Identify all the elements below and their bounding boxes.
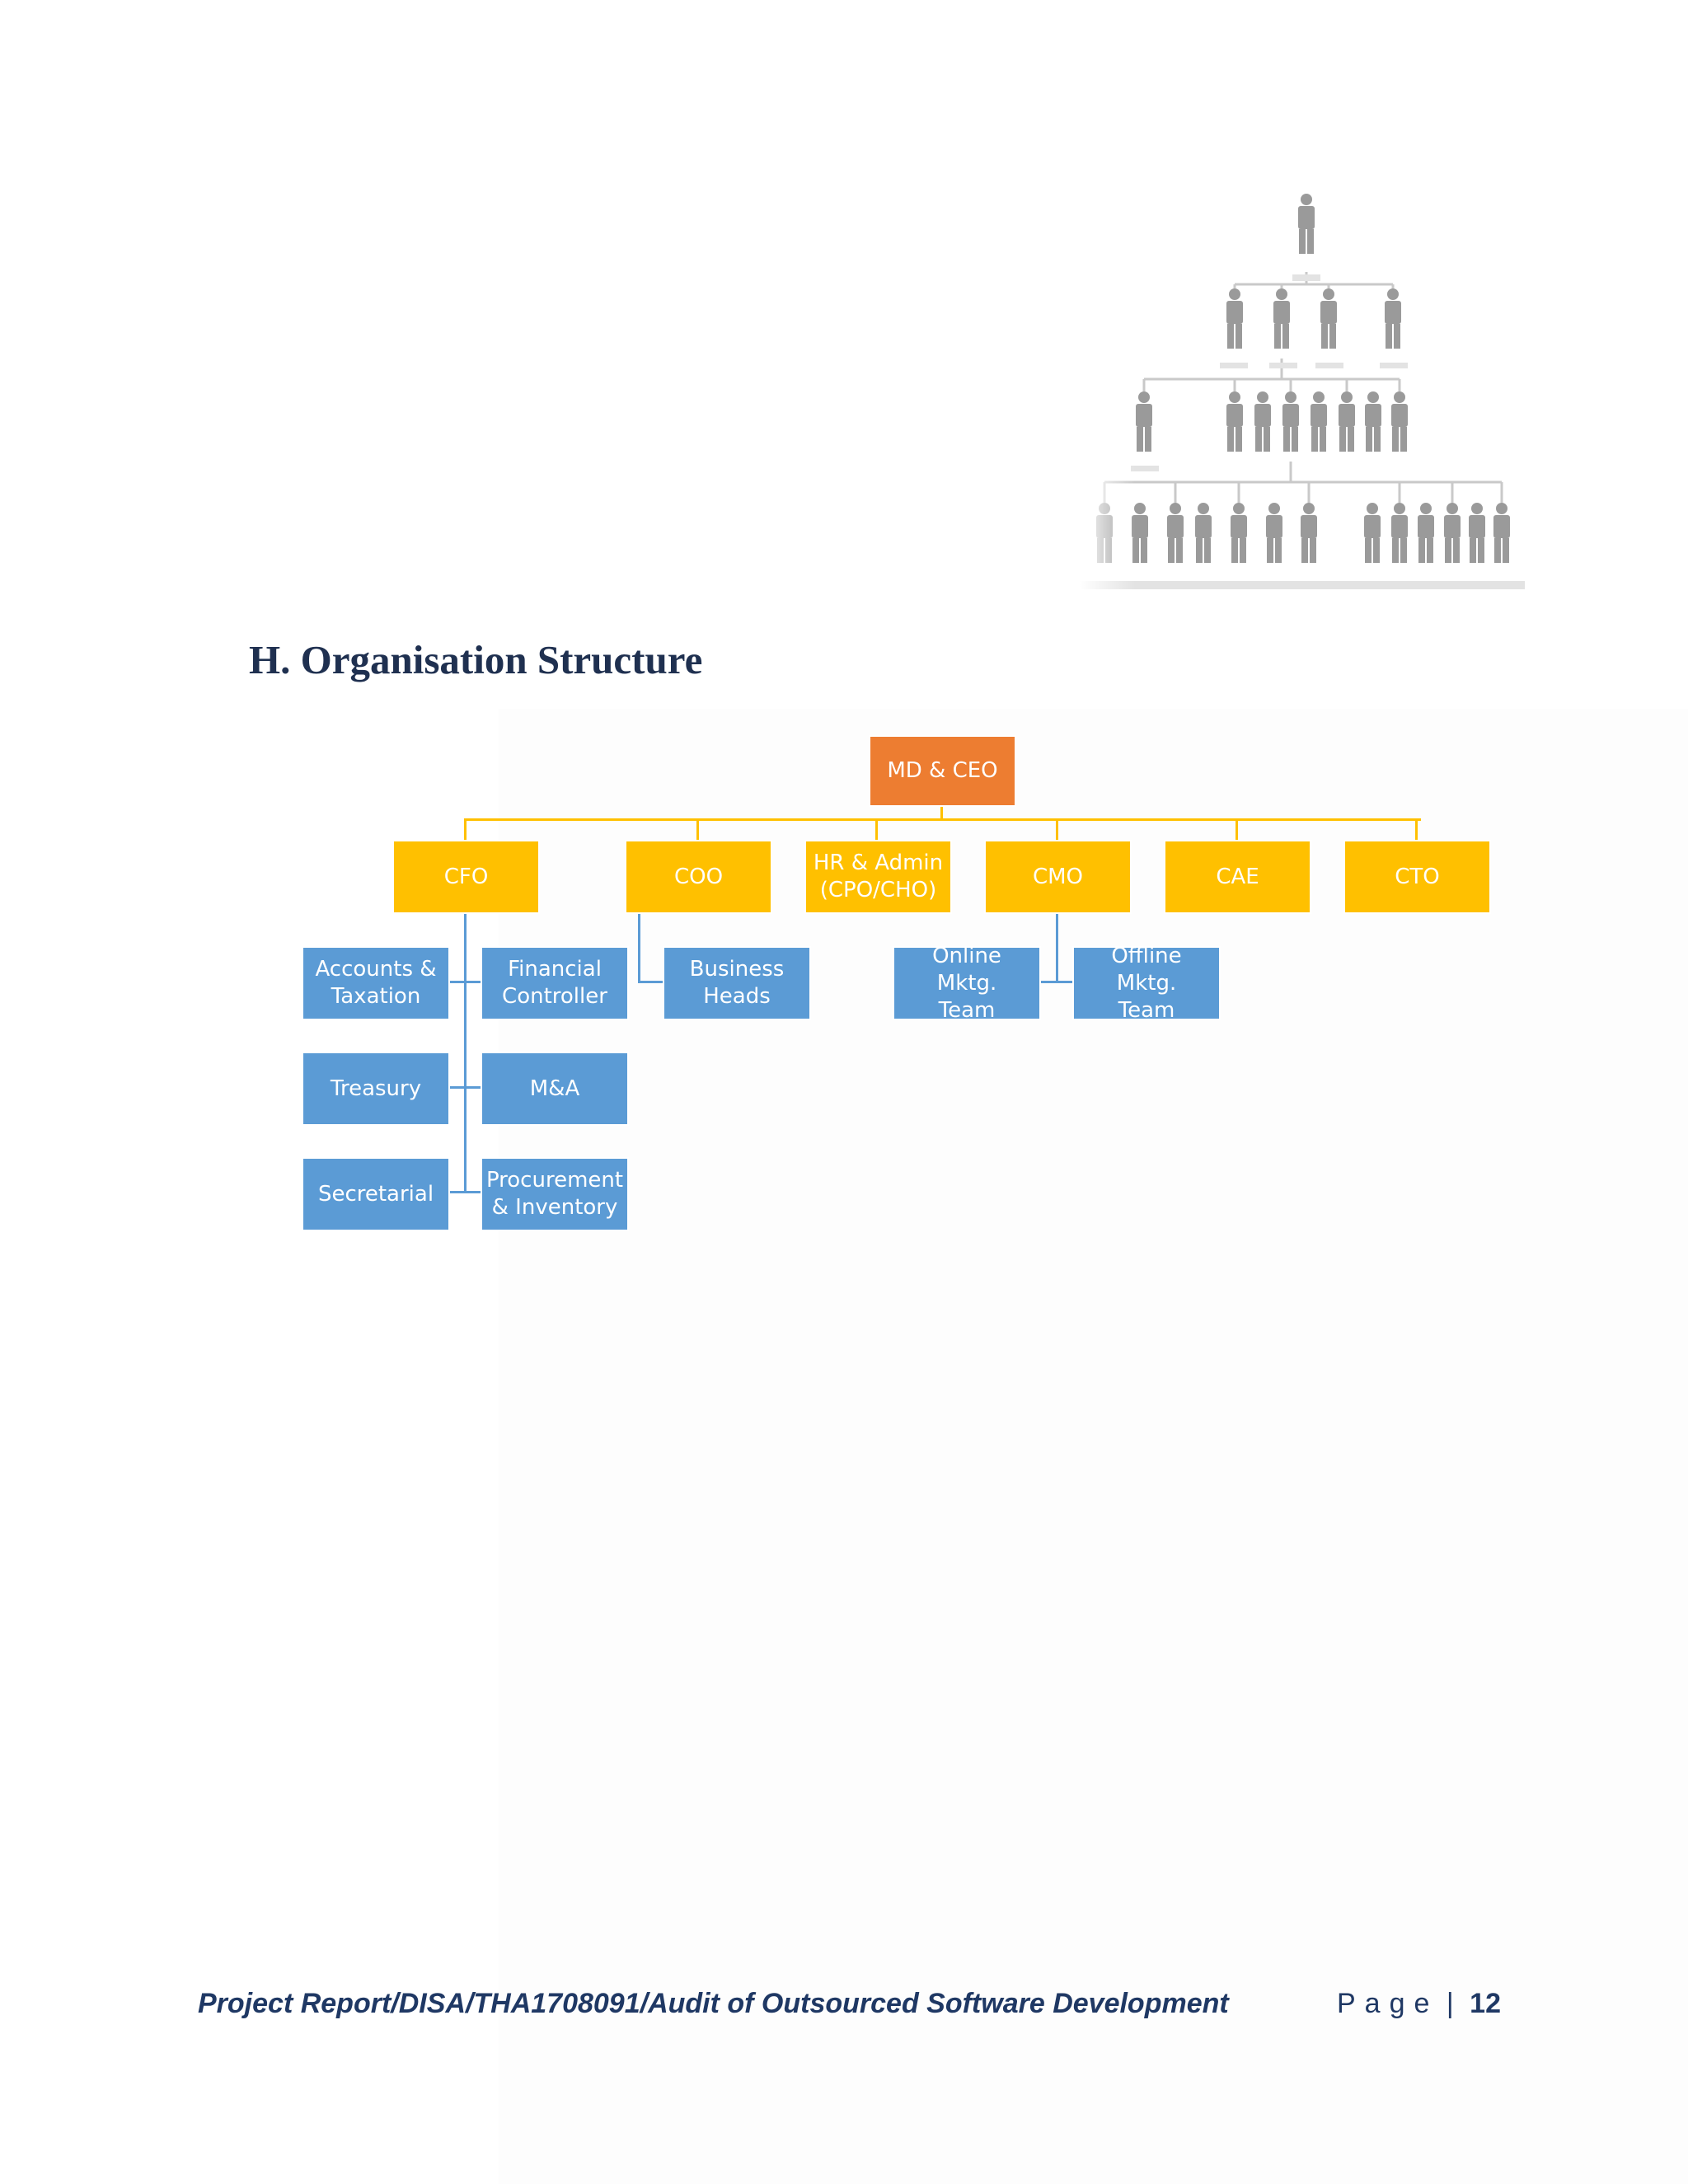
connector-ceo-down — [940, 805, 943, 818]
org-node-coo: COO — [625, 840, 772, 914]
footer-page-label: Page — [1337, 1988, 1439, 2019]
org-node-label: CAE — [1216, 864, 1259, 889]
org-node-label: CMO — [1032, 864, 1084, 889]
connector-cfo — [464, 818, 467, 840]
connector-coo-spine — [638, 914, 640, 983]
connector-coo-row1 — [638, 981, 663, 983]
connector-cmo-row1 — [1041, 981, 1072, 983]
connector-cae — [1236, 818, 1238, 840]
connector-cfo-row1 — [450, 981, 481, 983]
org-node-label: MD & CEO — [887, 758, 998, 783]
connector-cmo-spine — [1056, 914, 1058, 983]
org-node-offline-mktg-team: Offline Mktg. Team — [1072, 944, 1221, 1023]
org-node-accounts-taxation: Accounts & Taxation — [302, 946, 450, 1020]
org-node-md-ceo: MD & CEO — [869, 735, 1016, 807]
org-node-label: Treasury — [330, 1076, 422, 1101]
org-node-label: Business Heads — [689, 957, 785, 1009]
org-node-label: Procurement & Inventory — [485, 1168, 624, 1220]
section-heading: H. Organisation Structure — [249, 637, 703, 682]
org-node-business-heads: Business Heads — [663, 946, 811, 1020]
connector-cfo-row2 — [450, 1086, 481, 1089]
org-node-m-and-a: M&A — [481, 1052, 629, 1126]
footer-page-info: Page | 12 — [1337, 1988, 1501, 2020]
org-node-label: Accounts & Taxation — [315, 957, 437, 1009]
connector-cto — [1415, 818, 1418, 840]
org-node-procurement-inventory: Procurement & Inventory — [481, 1157, 629, 1231]
org-node-label: Offline Mktg. Team — [1111, 943, 1182, 1023]
org-node-label: CTO — [1395, 864, 1440, 889]
connector-coo — [696, 818, 699, 840]
connector-cmo — [1056, 818, 1058, 840]
org-node-cto: CTO — [1343, 840, 1491, 914]
connector-level1-bus — [464, 818, 1421, 821]
org-node-label: Financial Controller — [502, 957, 607, 1009]
org-hierarchy-people-icon — [1080, 194, 1541, 610]
org-node-label: CFO — [443, 864, 489, 889]
org-node-financial-controller: Financial Controller — [481, 946, 629, 1020]
org-node-online-mktg-team: Online Mktg. Team — [893, 944, 1041, 1023]
org-node-treasury: Treasury — [302, 1052, 450, 1126]
connector-cfo-row3 — [450, 1191, 481, 1193]
connector-hr — [875, 818, 878, 840]
footer-separator: | — [1446, 1988, 1454, 2019]
chart-background — [499, 709, 1688, 2184]
org-node-label: Secretarial — [317, 1181, 434, 1207]
org-node-secretarial: Secretarial — [302, 1157, 450, 1231]
org-node-label: HR & Admin (CPO/CHO) — [813, 851, 944, 902]
org-node-cae: CAE — [1164, 840, 1311, 914]
footer-report-title: Project Report/DISA/THA1708091/Audit of … — [198, 1988, 1229, 2019]
org-node-label: Online Mktg. Team — [932, 943, 1001, 1023]
org-node-cfo: CFO — [392, 840, 540, 914]
org-node-cmo: CMO — [984, 840, 1132, 914]
org-node-hr-admin: HR & Admin (CPO/CHO) — [804, 840, 952, 914]
connector-cfo-spine — [464, 914, 467, 1192]
org-node-label: COO — [673, 864, 724, 889]
org-node-label: M&A — [529, 1076, 580, 1101]
footer-page-number: 12 — [1470, 1988, 1501, 2019]
